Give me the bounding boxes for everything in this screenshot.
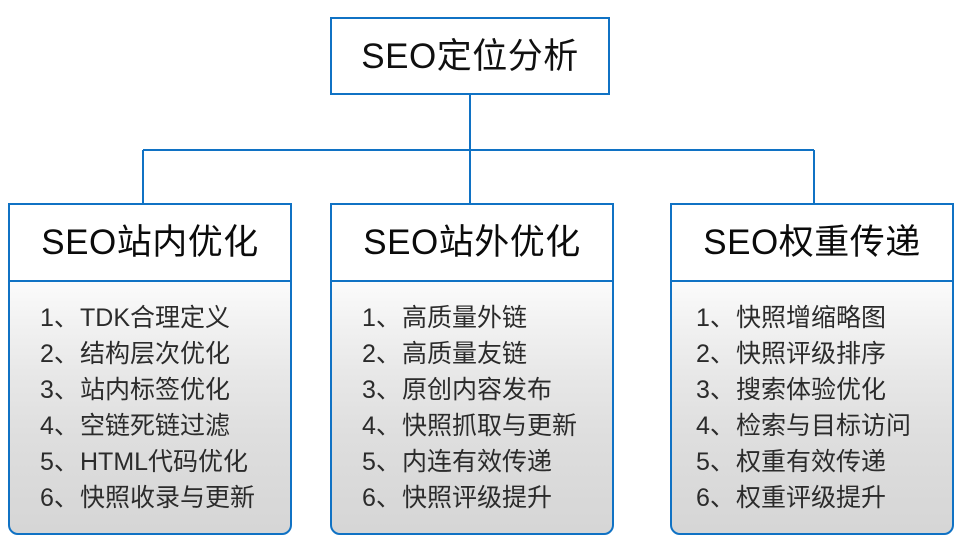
list-item: 2、 快照评级排序 [696,336,952,372]
list-item-label: 内连有效传递 [402,448,553,476]
list-item-index: 5、 [40,448,79,476]
list-item-index: 3、 [40,376,79,404]
branch-header-label: SEO站外优化 [363,223,581,262]
list-item-label: 权重有效传递 [736,448,887,476]
list-item: 1、 快照增缩略图 [696,300,952,336]
branch-item-list: 1、 快照增缩略图 2、 快照评级排序 3、 搜索体验优化 4、 检索与目标访问… [672,300,952,516]
branch-item-list: 1、 高质量外链 2、 高质量友链 3、 原创内容发布 4、 快照抓取与更新 5… [332,300,612,516]
list-item-index: 3、 [362,376,401,404]
branch-header-offsite: SEO站外优化 [330,203,614,282]
list-item-label: 原创内容发布 [402,376,553,404]
root-node: SEO定位分析 [330,17,610,95]
list-item: 4、 检索与目标访问 [696,408,952,444]
branch-header-label: SEO站内优化 [41,223,259,262]
list-item-index: 4、 [696,412,735,440]
list-item: 3、 搜索体验优化 [696,372,952,408]
list-item-label: 快照抓取与更新 [402,412,578,440]
list-item-label: 快照评级排序 [736,340,887,368]
branch-body-weight: 1、 快照增缩略图 2、 快照评级排序 3、 搜索体验优化 4、 检索与目标访问… [670,280,954,535]
list-item: 4、 空链死链过滤 [40,408,290,444]
list-item-index: 5、 [696,448,735,476]
list-item-label: 空链死链过滤 [80,412,231,440]
list-item-label: 快照收录与更新 [80,484,256,512]
list-item-label: 搜索体验优化 [736,376,887,404]
list-item-index: 5、 [362,448,401,476]
list-item: 3、 原创内容发布 [362,372,612,408]
list-item-index: 2、 [40,340,79,368]
branch-body-offsite: 1、 高质量外链 2、 高质量友链 3、 原创内容发布 4、 快照抓取与更新 5… [330,280,614,535]
list-item: 1、 高质量外链 [362,300,612,336]
list-item: 3、 站内标签优化 [40,372,290,408]
list-item: 5、 内连有效传递 [362,444,612,480]
branch-column-onsite: SEO站内优化 1、 TDK合理定义 2、 结构层次优化 3、 站内标签优化 4… [8,203,292,535]
list-item-label: HTML代码优化 [80,448,249,476]
list-item: 5、 权重有效传递 [696,444,952,480]
list-item-label: 高质量外链 [402,304,528,332]
branch-item-list: 1、 TDK合理定义 2、 结构层次优化 3、 站内标签优化 4、 空链死链过滤… [10,300,290,516]
list-item-index: 4、 [40,412,79,440]
list-item-index: 2、 [696,340,735,368]
branch-body-onsite: 1、 TDK合理定义 2、 结构层次优化 3、 站内标签优化 4、 空链死链过滤… [8,280,292,535]
list-item-label: 检索与目标访问 [736,412,912,440]
list-item-label: 快照增缩略图 [736,304,887,332]
branch-column-weight: SEO权重传递 1、 快照增缩略图 2、 快照评级排序 3、 搜索体验优化 4、 [670,203,954,535]
list-item-index: 6、 [362,484,401,512]
list-item: 6、 快照评级提升 [362,480,612,516]
list-item-index: 4、 [362,412,401,440]
list-item: 4、 快照抓取与更新 [362,408,612,444]
list-item: 6、 权重评级提升 [696,480,952,516]
list-item: 2、 高质量友链 [362,336,612,372]
branch-header-label: SEO权重传递 [703,223,921,262]
list-item: 5、 HTML代码优化 [40,444,290,480]
list-item-index: 1、 [40,304,79,332]
list-item-label: 结构层次优化 [80,340,231,368]
list-item-index: 3、 [696,376,735,404]
list-item-label: 权重评级提升 [736,484,887,512]
list-item-index: 1、 [362,304,401,332]
list-item: 2、 结构层次优化 [40,336,290,372]
list-item-index: 6、 [696,484,735,512]
list-item-index: 2、 [362,340,401,368]
branch-header-weight: SEO权重传递 [670,203,954,282]
list-item-label: 站内标签优化 [80,376,231,404]
list-item-index: 6、 [40,484,79,512]
list-item-label: 高质量友链 [402,340,528,368]
branch-column-offsite: SEO站外优化 1、 高质量外链 2、 高质量友链 3、 原创内容发布 4、 快 [330,203,614,535]
list-item: 6、 快照收录与更新 [40,480,290,516]
list-item-label: 快照评级提升 [402,484,553,512]
branch-header-onsite: SEO站内优化 [8,203,292,282]
list-item-label: TDK合理定义 [80,304,231,332]
list-item: 1、 TDK合理定义 [40,300,290,336]
list-item-index: 1、 [696,304,735,332]
root-node-label: SEO定位分析 [361,36,579,76]
